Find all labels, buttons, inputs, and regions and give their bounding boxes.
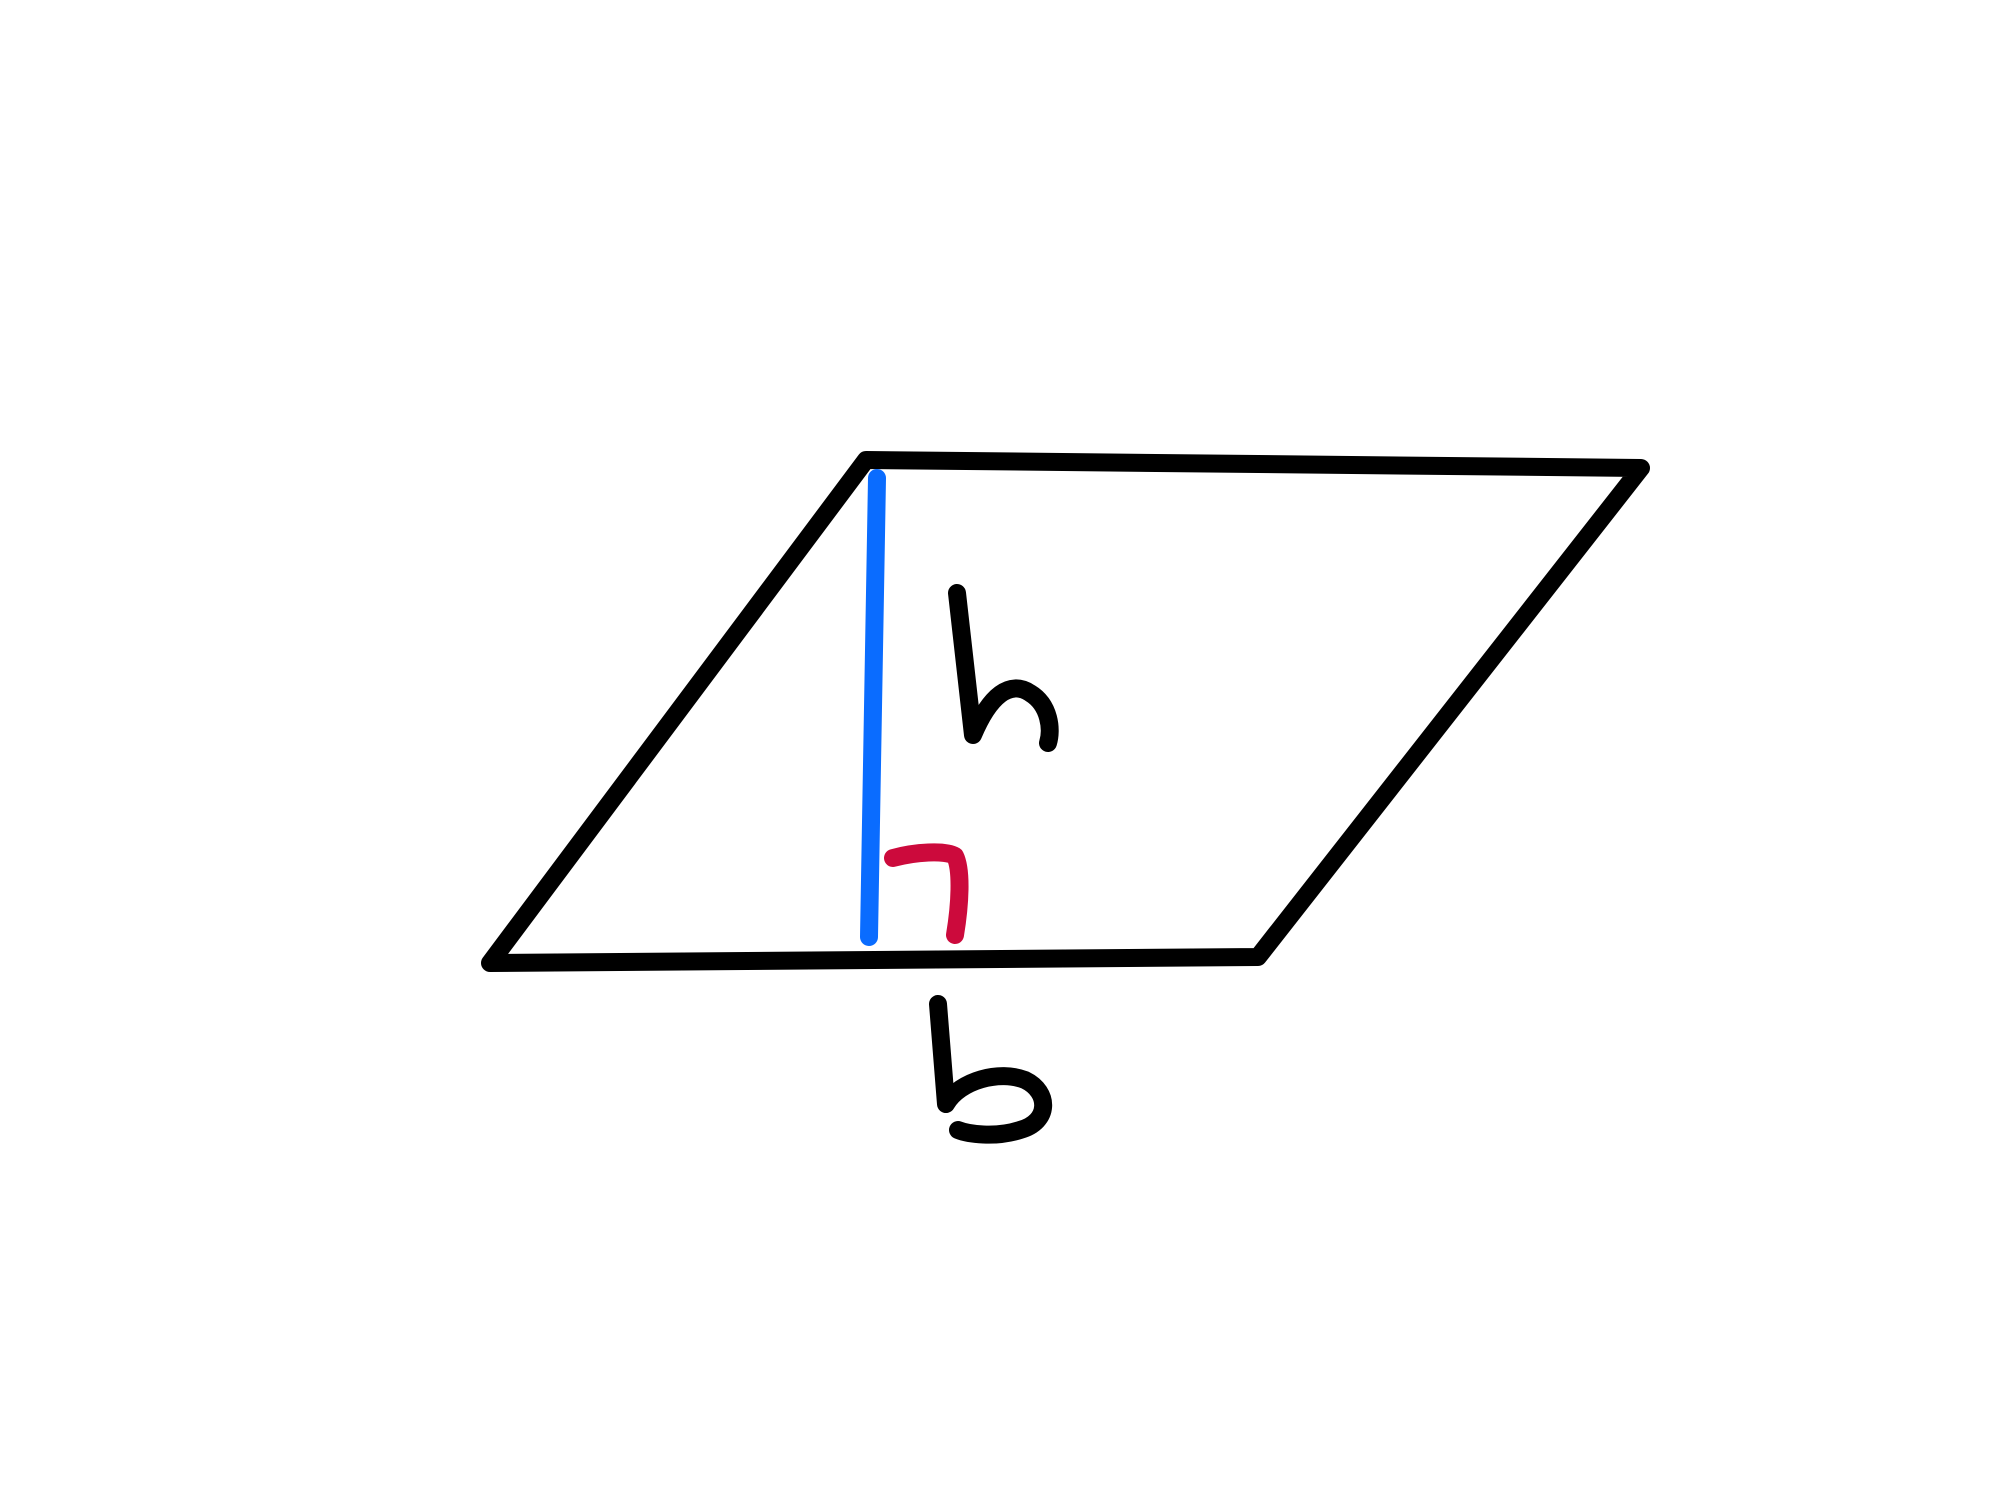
right-angle-marker <box>884 843 969 944</box>
base-label-text: b <box>990 1109 991 1111</box>
height-line <box>860 469 886 946</box>
base-label: b <box>929 995 1053 1144</box>
height-label: h <box>948 584 1059 752</box>
parallelogram-outline <box>481 451 1650 972</box>
